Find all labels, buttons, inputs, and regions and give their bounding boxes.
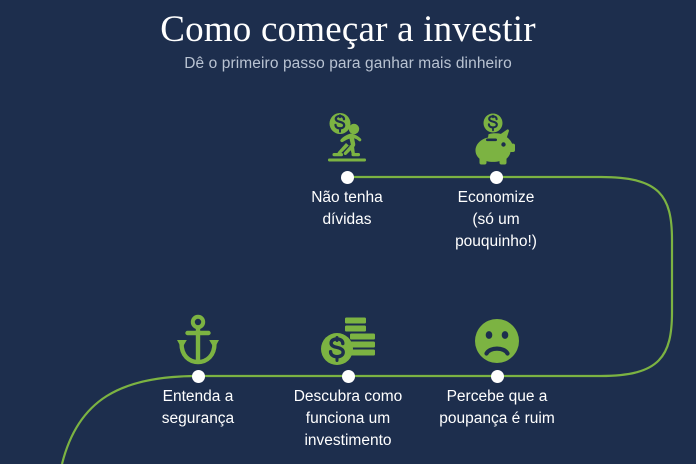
step-label-5: Percebe que a poupança é ruim xyxy=(439,388,555,427)
step-dot-1[interactable] xyxy=(341,171,354,184)
step-dot-4[interactable] xyxy=(342,370,355,383)
step-label-4: Descubra como funciona um investimento xyxy=(293,388,403,449)
header: Como começar a investir Dê o primeiro pa… xyxy=(0,0,696,73)
step-label-2: Economize (só um pouquinho!) xyxy=(455,189,537,250)
person-carrying-money-bag-icon xyxy=(262,112,432,170)
coin-stacks-icon xyxy=(263,312,433,370)
piggy-bank-icon xyxy=(412,112,582,170)
step-label-1: Não tenha dívidas xyxy=(311,189,383,228)
page-subtitle: Dê o primeiro passo para ganhar mais din… xyxy=(184,55,512,73)
step-dot-5[interactable] xyxy=(491,370,504,383)
page-title: Como começar a investir xyxy=(160,9,536,50)
step-dot-3[interactable] xyxy=(192,370,205,383)
step-dot-2[interactable] xyxy=(490,171,503,184)
anchor-icon xyxy=(113,312,283,370)
step-label-3: Entenda a segurança xyxy=(161,388,235,427)
sad-face-icon xyxy=(412,312,582,370)
connector-line xyxy=(60,175,674,464)
